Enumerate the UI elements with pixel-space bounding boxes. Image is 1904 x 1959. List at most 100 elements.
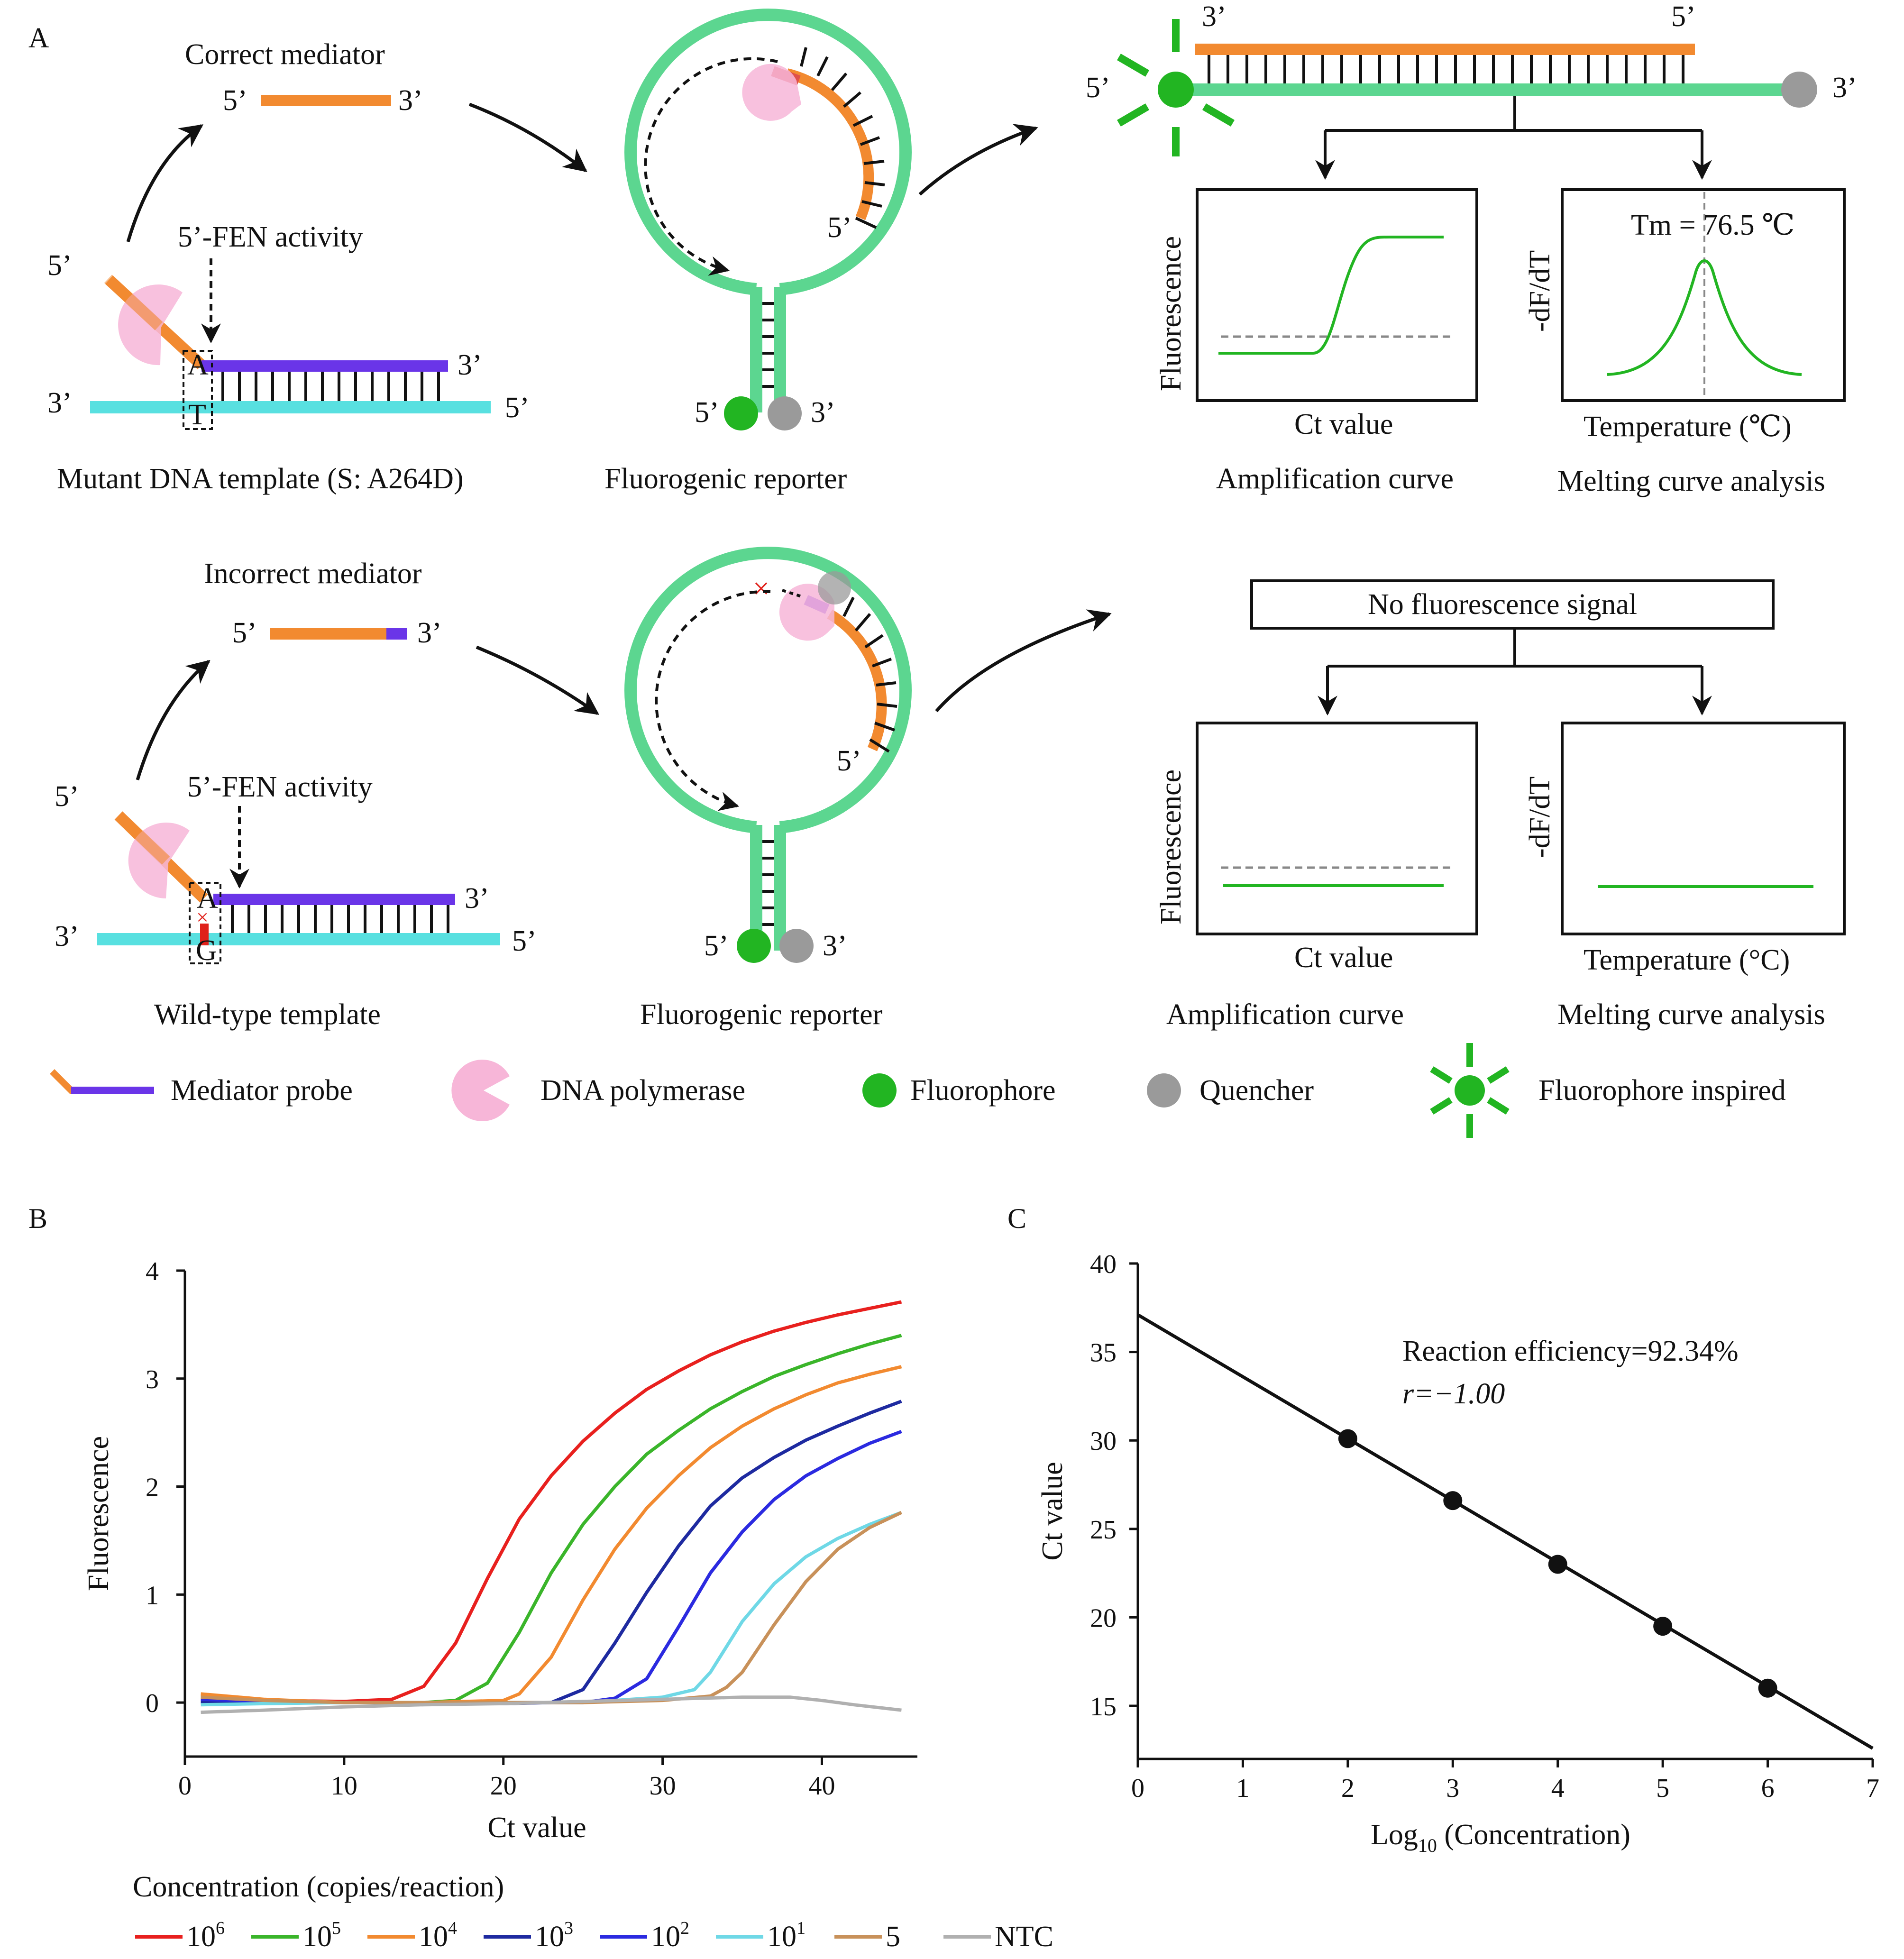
c-y-tick-label: 30: [1090, 1427, 1117, 1456]
amp-caption-1: Amplification curve: [1216, 463, 1454, 495]
melt-caption-2: Melting curve analysis: [1557, 998, 1825, 1031]
quencher-icon-1: [768, 396, 802, 430]
b-legend-label: 104: [419, 1918, 457, 1953]
c-x-tick-label: 1: [1236, 1774, 1249, 1803]
c-x-tick-label: 7: [1866, 1774, 1879, 1803]
series-line-10e1: [201, 1510, 902, 1707]
b-legend-label: 106: [186, 1918, 225, 1953]
c-y-tick-label: 20: [1090, 1603, 1117, 1633]
fluorophore-icon-2: [737, 929, 771, 963]
b-x-axis-title: Ct value: [487, 1812, 586, 1844]
released-mediator-incorrect-tail: [386, 628, 407, 640]
loop-5-end-2: 5’: [837, 745, 861, 777]
c-y-tick-label: 35: [1090, 1338, 1117, 1368]
quencher-icon-2: [779, 929, 814, 963]
panel-b-label: B: [28, 1203, 47, 1234]
probe-5-end-label-2: 5’: [55, 780, 79, 813]
opened-5-end-label: 5’: [1086, 72, 1110, 104]
amp-ylabel-2: Fluorescence: [1155, 769, 1187, 925]
mutant-template-strand: [90, 401, 491, 413]
c-x-tick-label: 0: [1131, 1774, 1144, 1803]
b-legend-label: 105: [302, 1918, 341, 1953]
melt-caption-1: Melting curve analysis: [1557, 465, 1825, 497]
amp-xlabel-1: Ct value: [1294, 408, 1393, 440]
opened-3-end-top: 3’: [1202, 0, 1227, 33]
c-x-tick-label: 6: [1761, 1774, 1775, 1803]
c-y-tick-label: 25: [1090, 1515, 1117, 1545]
reporter-3-end-1: 3’: [811, 396, 835, 429]
row1-opened-reporter: 3’ 5’ 5’ 3’: [1086, 0, 1857, 180]
probe-body-1: [201, 360, 448, 372]
b-legend-label: NTC: [995, 1921, 1053, 1953]
row2-template-caption: Wild-type template: [154, 998, 381, 1031]
blocked-extension-cross-icon: ×: [753, 573, 769, 605]
opened-bonds: [1208, 55, 1684, 84]
b-y-tick-label: 1: [146, 1581, 159, 1610]
base-bottom-1: T: [188, 399, 206, 431]
row2-fen-label: 5’-FEN activity: [187, 771, 373, 803]
b-legend-label: 101: [767, 1918, 806, 1953]
template-3-end-label-2: 3’: [55, 920, 79, 952]
amp-ylabel-1: Fluorescence: [1155, 236, 1187, 391]
c-y-axis-title: Ct value: [1036, 1462, 1069, 1560]
reporter-stem-left-1: [750, 287, 762, 412]
stem-bonds-2: [762, 840, 774, 926]
b-x-tick-label: 20: [490, 1771, 517, 1801]
melt-ylabel-1: -dF/dT: [1524, 250, 1556, 332]
opened-reporter-strand: [1176, 83, 1792, 96]
wildtype-template-strand: [97, 933, 500, 945]
c-x-tick-label: 3: [1446, 1774, 1459, 1803]
b-y-tick-label: 0: [146, 1689, 159, 1718]
polymerase-icon-reporter-2: [779, 584, 834, 641]
template-5-end-label-1: 5’: [505, 392, 530, 424]
template-3-end-label-1: 3’: [47, 387, 72, 419]
melt-xlabel-1: Temperature (℃): [1584, 411, 1792, 443]
row1-mediator-3-end: 3’: [398, 84, 423, 117]
quencher-overlay-reporter-2: [818, 571, 851, 604]
mismatch-box-1: [183, 350, 213, 430]
c-efficiency-annotation: Reaction efficiency=92.34%: [1402, 1335, 1739, 1367]
row1-reporter-caption: Fluorogenic reporter: [604, 463, 847, 495]
b-legend-label: 103: [535, 1918, 573, 1953]
series-line-10e5: [201, 1334, 902, 1704]
hybrid-bonds-1: [221, 372, 440, 403]
mismatch-base-marker: [200, 924, 209, 945]
c-x-tick-label: 5: [1656, 1774, 1669, 1803]
legend-label-dna-polymerase: DNA polymerase: [540, 1074, 745, 1107]
loop-bonds-2: [842, 596, 897, 753]
melt-box-2: [1561, 722, 1846, 935]
release-arrow-1: [126, 124, 203, 242]
probe-body-2: [213, 894, 455, 905]
probe-3-end-label-1: 3’: [458, 349, 482, 381]
panel-c-label: C: [1007, 1203, 1026, 1234]
row2-results: No fluorescence signal Fluorescence Ct v…: [1155, 579, 1846, 1031]
amp-box-1: [1196, 188, 1478, 402]
polymerase-icon-reporter-1: [742, 64, 801, 121]
row2-mediator-title: Incorrect mediator: [204, 558, 422, 590]
b-x-tick-label: 10: [331, 1771, 357, 1801]
reporter-5-end-2: 5’: [704, 930, 729, 962]
base-bottom-2: G: [196, 934, 217, 967]
base-top-2: A: [197, 882, 218, 915]
fluorophore-inspired-icon: [1430, 1043, 1510, 1138]
amp-box-2: [1196, 722, 1478, 935]
probe-flap-overlay-2: [114, 811, 170, 865]
tm-label: Tm = 76.5 ℃: [1631, 209, 1794, 241]
loop-bonds-1: [800, 47, 885, 229]
series-line-10e6: [201, 1300, 902, 1703]
row1-melting-plot: Tm = 76.5 ℃ -dF/dT Temperature (℃) Melti…: [1524, 188, 1846, 497]
hybrid-bonds-2: [231, 905, 449, 934]
c-data-point: [1653, 1617, 1673, 1636]
row2-reporter-diagram: 5’ 3’ 5’ × Fluorogenic reporter: [624, 547, 912, 1031]
quencher-icon-opened: [1781, 72, 1817, 108]
released-mediator-correct: [261, 95, 391, 106]
c-x-axis-title: Log10 (Concentration): [1371, 1819, 1630, 1856]
panel-a-legend: Mediator probe DNA polymerase Fluorophor…: [50, 1043, 1786, 1138]
series-line-NTC: [201, 1695, 902, 1714]
mismatch-cross-icon: ×: [196, 905, 209, 929]
no-signal-box: [1250, 579, 1775, 630]
c-data-point: [1443, 1491, 1463, 1510]
